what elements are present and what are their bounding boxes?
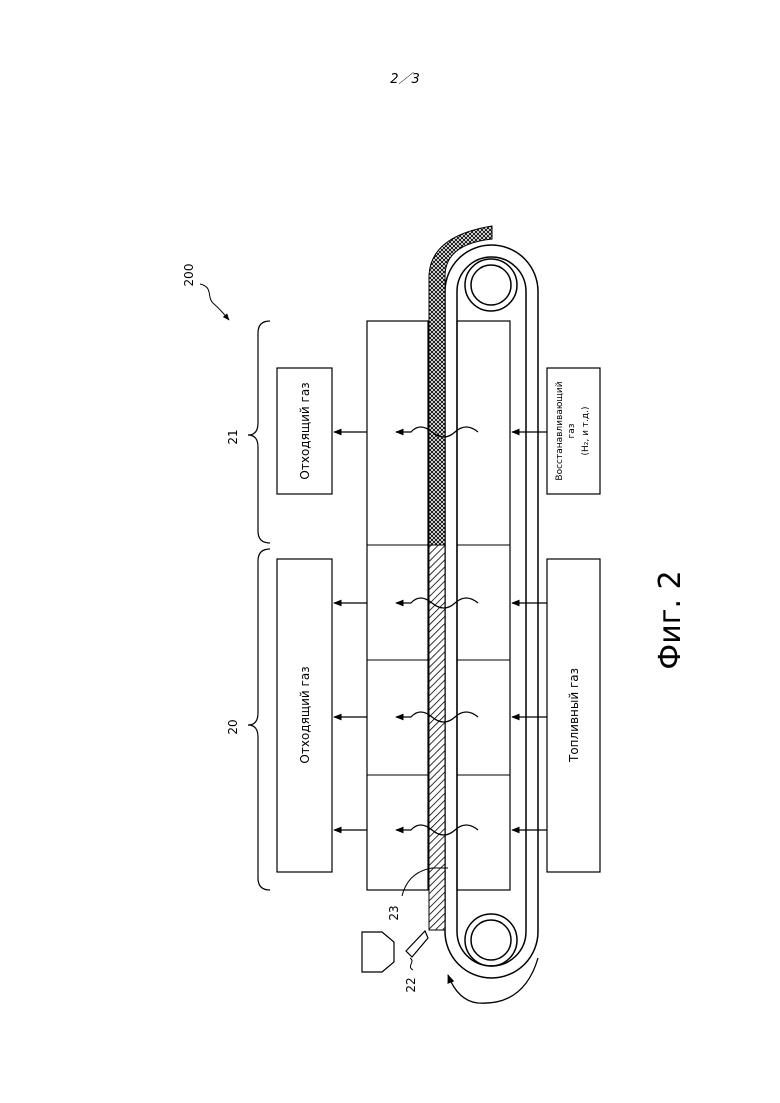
reducing-gas-label-2: газ [567,423,577,438]
reducing-gas-label-1: Восстанавливающий [555,381,565,480]
wind-box [457,321,510,890]
reduced-bed-layer [429,226,492,545]
fuel-gas-label: Топливный газ [567,668,581,763]
pulley-top [465,259,517,311]
pulley-bottom-hub [471,920,511,960]
offgas-20-label: Отходящий газ [298,666,312,763]
ref-200-label: 200 [182,264,196,287]
ref-22-label: 22 [404,977,418,992]
ref-200-leader [200,284,229,320]
ref-21-label: 21 [226,429,240,444]
brace-21 [248,321,270,543]
feeder-hopper [362,932,394,972]
page-number: 2／3 [390,72,420,87]
offgas-21-label: Отходящий газ [298,382,312,479]
ref-22-leader [410,958,413,970]
ref-23-label: 23 [387,905,401,920]
ref-20-label: 20 [226,719,240,734]
pulley-bottom [465,914,517,966]
feeder-chute [406,931,428,957]
upper-hood [367,321,428,890]
reducing-gas-label-3: (H₂, и т.д.) [581,406,591,455]
figure-caption: Фиг. 2 [653,570,688,669]
brace-20 [248,549,270,890]
conveyor-belt-outer [445,245,538,978]
conveyor-belt-inner [457,257,526,966]
pulley-top-hub [471,265,511,305]
